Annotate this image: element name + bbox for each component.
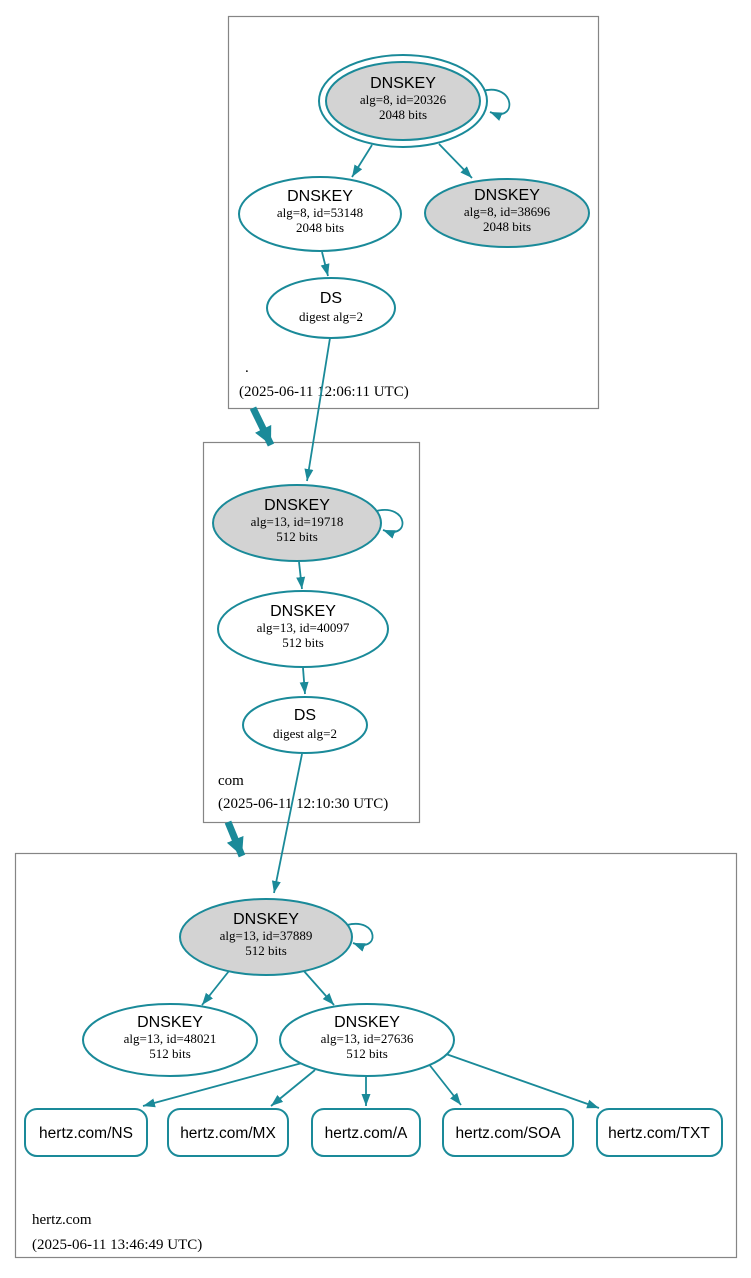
zone-name-com: com xyxy=(218,773,244,789)
ds-detail: digest alg=2 xyxy=(273,726,337,741)
dnskey-detail: alg=13, id=19718 xyxy=(251,514,344,529)
rrset-box xyxy=(596,1108,723,1157)
dnskey-detail: alg=8, id=20326 xyxy=(360,92,447,107)
edge-com-zsk-to-ds xyxy=(299,667,309,695)
dnskey-detail: alg=8, id=38696 xyxy=(464,204,551,219)
self-loop-com-ksk xyxy=(375,508,404,539)
zone-name-root: . xyxy=(245,360,249,376)
delegation-arrow-root-to-com xyxy=(249,406,275,447)
ds-title: DS xyxy=(320,290,342,307)
edge-com-ds-to-hertz-ksk xyxy=(271,753,303,894)
edge-root-ksk-to-dnskey-38696 xyxy=(438,143,473,179)
rrset-label: hertz.com/SOA xyxy=(455,1125,561,1142)
ds-ellipse xyxy=(266,277,396,339)
node-root-dnskey-53148[interactable]: DNSKEY alg=8, id=53148 2048 bits xyxy=(238,176,402,252)
rrset-label: hertz.com/NS xyxy=(39,1125,133,1142)
rrset-box xyxy=(24,1108,148,1157)
ds-ellipse xyxy=(242,696,368,754)
node-root-dnskey-20326[interactable]: DNSKEY alg=8, id=20326 2048 bits xyxy=(318,54,488,148)
ksk-inner-ellipse xyxy=(325,61,481,141)
dnskey-title: DNSKEY xyxy=(287,188,353,205)
self-loop-root-ksk xyxy=(481,88,511,121)
node-com-ds[interactable]: DS digest alg=2 xyxy=(242,696,368,754)
dnskey-bits: 512 bits xyxy=(346,1046,388,1061)
dnskey-detail: alg=13, id=27636 xyxy=(321,1031,414,1046)
dnskey-title: DNSKEY xyxy=(370,75,436,92)
ds-title: DS xyxy=(294,707,316,724)
edge-dnskey-27636-to-mx xyxy=(270,1069,316,1107)
dnskey-bits: 512 bits xyxy=(276,529,318,544)
rrset-hertz-com-a[interactable]: hertz.com/A xyxy=(311,1108,421,1157)
rrset-hertz-com-mx[interactable]: hertz.com/MX xyxy=(167,1108,289,1157)
rrset-label: hertz.com/MX xyxy=(180,1125,276,1142)
dnskey-ellipse xyxy=(212,484,382,562)
zone-timestamp-root: (2025-06-11 12:06:11 UTC) xyxy=(239,384,409,400)
rrset-box xyxy=(442,1108,574,1157)
node-com-dnskey-19718[interactable]: DNSKEY alg=13, id=19718 512 bits xyxy=(212,484,382,562)
rrset-box xyxy=(167,1108,289,1157)
edge-root-ksk-to-zsk xyxy=(351,144,373,178)
rrset-box xyxy=(311,1108,421,1157)
dnskey-title: DNSKEY xyxy=(334,1014,400,1031)
rrset-label: hertz.com/A xyxy=(325,1125,408,1142)
dnskey-ellipse xyxy=(82,1003,258,1077)
edge-root-zsk-to-ds xyxy=(320,251,330,277)
dnskey-ellipse xyxy=(179,898,353,976)
dnskey-detail: alg=8, id=53148 xyxy=(277,205,363,220)
dnskey-title: DNSKEY xyxy=(137,1014,203,1031)
zone-timestamp-hertz-com: (2025-06-11 13:46:49 UTC) xyxy=(32,1237,202,1253)
dnskey-ellipse xyxy=(424,178,590,248)
dnskey-title: DNSKEY xyxy=(474,187,540,204)
edge-com-ksk-to-zsk xyxy=(296,561,306,590)
edge-hertz-ksk-to-dnskey-27636 xyxy=(302,969,335,1006)
node-root-dnskey-38696[interactable]: DNSKEY alg=8, id=38696 2048 bits xyxy=(424,178,590,248)
dnskey-title: DNSKEY xyxy=(270,603,336,620)
dnskey-bits: 512 bits xyxy=(245,943,287,958)
dnskey-bits: 2048 bits xyxy=(296,220,344,235)
ds-detail: digest alg=2 xyxy=(299,309,363,324)
node-root-ds[interactable]: DS digest alg=2 xyxy=(266,277,396,339)
dnskey-ellipse xyxy=(279,1003,455,1077)
edge-hertz-ksk-to-dnskey-48021 xyxy=(201,970,230,1006)
node-com-dnskey-40097[interactable]: DNSKEY alg=13, id=40097 512 bits xyxy=(217,590,389,668)
dnskey-title: DNSKEY xyxy=(233,911,299,928)
dnskey-bits: 2048 bits xyxy=(483,219,531,234)
dnskey-title: DNSKEY xyxy=(264,497,330,514)
rrset-hertz-com-soa[interactable]: hertz.com/SOA xyxy=(442,1108,574,1157)
dnskey-bits: 512 bits xyxy=(149,1046,191,1061)
rrset-label: hertz.com/TXT xyxy=(608,1125,710,1142)
dnskey-detail: alg=13, id=40097 xyxy=(257,620,350,635)
node-hertz-dnskey-27636[interactable]: DNSKEY alg=13, id=27636 512 bits xyxy=(279,1003,455,1077)
self-loop-hertz-ksk xyxy=(346,922,374,952)
dnskey-ellipse xyxy=(238,176,402,252)
rrset-hertz-com-ns[interactable]: hertz.com/NS xyxy=(24,1108,148,1157)
delegation-arrow-com-to-hertz xyxy=(224,820,246,858)
dnskey-detail: alg=13, id=37889 xyxy=(220,928,313,943)
dnskey-bits: 2048 bits xyxy=(379,107,427,122)
dnskey-bits: 512 bits xyxy=(282,635,324,650)
zone-name-hertz-com: hertz.com xyxy=(32,1212,92,1228)
node-hertz-dnskey-48021[interactable]: DNSKEY alg=13, id=48021 512 bits xyxy=(82,1003,258,1077)
zone-timestamp-com: (2025-06-11 12:10:30 UTC) xyxy=(218,796,388,812)
dnskey-ellipse xyxy=(217,590,389,668)
dnskey-detail: alg=13, id=48021 xyxy=(124,1031,217,1046)
node-hertz-dnskey-37889[interactable]: DNSKEY alg=13, id=37889 512 bits xyxy=(179,898,353,976)
edge-dnskey-27636-to-ns xyxy=(142,1062,303,1108)
edge-dnskey-27636-to-soa xyxy=(427,1062,462,1106)
edge-dnskey-27636-to-txt xyxy=(445,1053,600,1109)
rrset-hertz-com-txt[interactable]: hertz.com/TXT xyxy=(596,1108,723,1157)
edge-root-ds-to-com-ksk xyxy=(304,337,331,482)
